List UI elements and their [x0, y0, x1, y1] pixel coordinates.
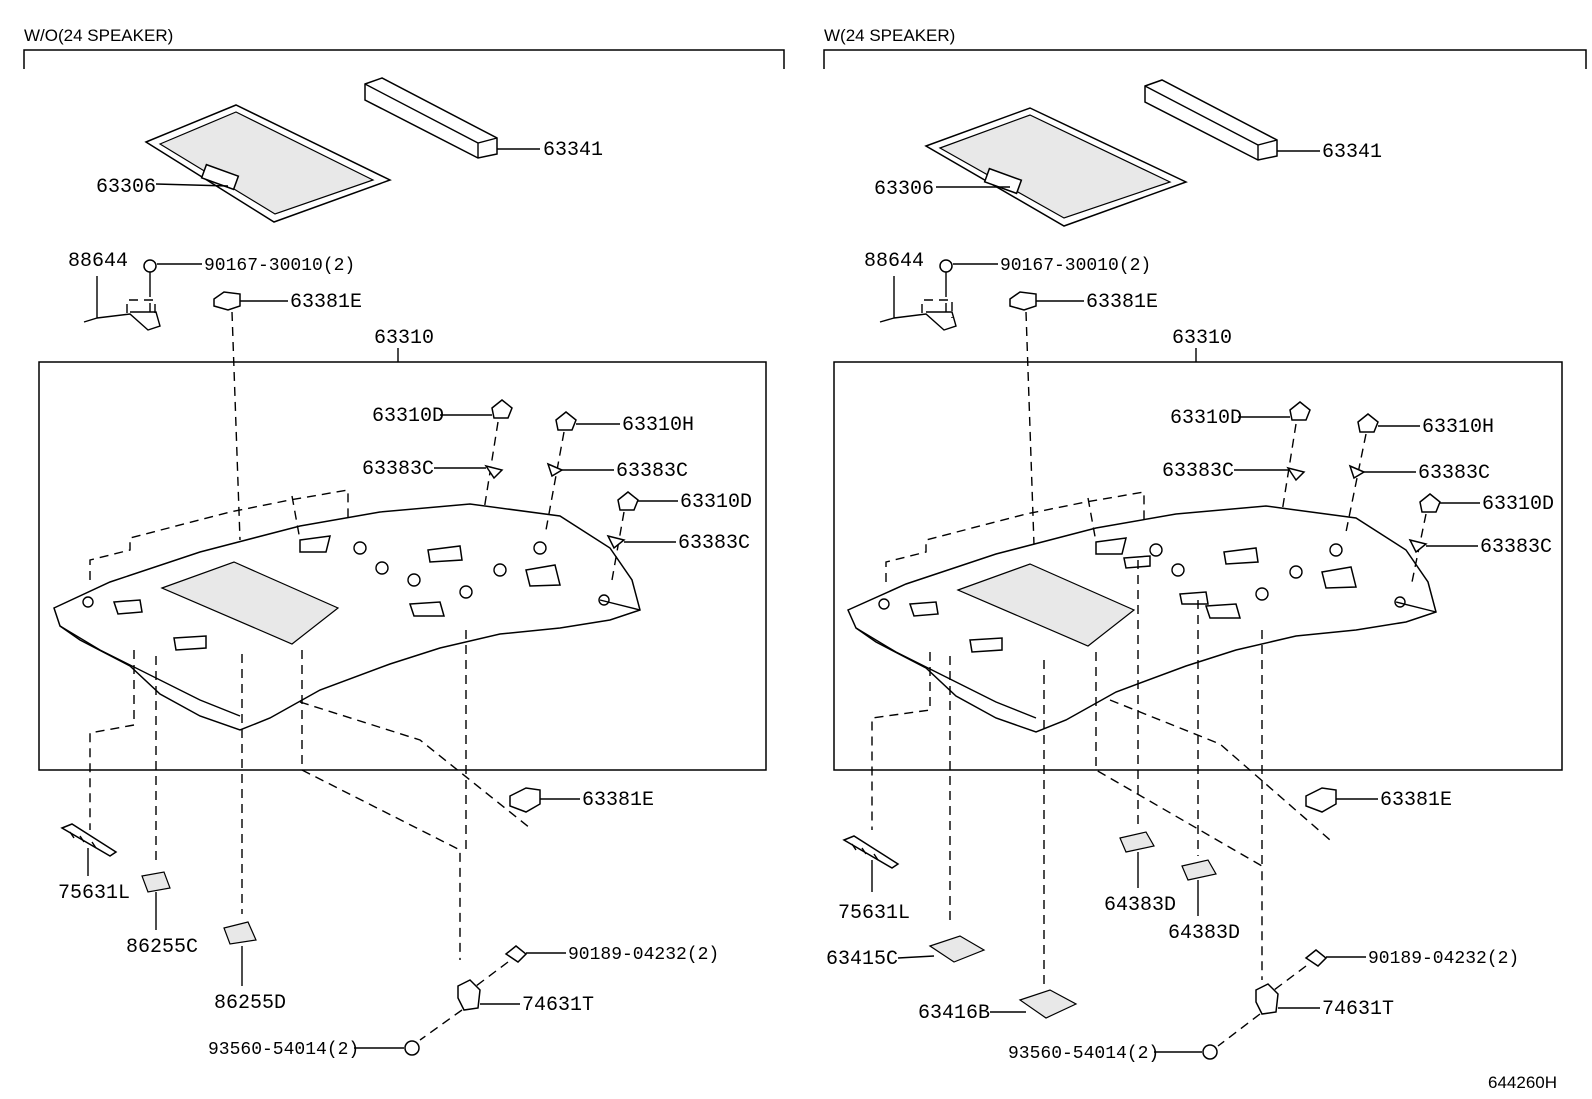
panel-bracket [23, 49, 785, 69]
clip-c1-part [484, 464, 504, 480]
wire-harness-part [879, 276, 957, 331]
label-holder-h: 63310H [622, 414, 694, 437]
label-strip: 75631L [58, 882, 130, 905]
label-clip-c1: 63383C [1162, 460, 1234, 483]
label-screw-top: 90167-30010(2) [1000, 256, 1151, 276]
label-sunshade: 63306 [96, 176, 156, 199]
rail-cover-part [364, 77, 498, 159]
label-speaker-d1: 64383D [1104, 894, 1176, 917]
label-bolt: 93560-54014(2) [1008, 1044, 1159, 1064]
clip-bottom-part [1305, 787, 1337, 813]
label-holder-d2: 63310D [1482, 493, 1554, 516]
sunshade-part [144, 104, 392, 223]
wire-harness-part [83, 276, 161, 331]
lamp-c-part [928, 935, 986, 963]
label-rail-cover: 63341 [543, 139, 603, 162]
holder-d1-part [1289, 401, 1311, 421]
screw-top-part [939, 259, 953, 288]
label-bolt: 93560-54014(2) [208, 1040, 359, 1060]
holder-d1-part [491, 399, 513, 419]
label-screw-top: 90167-30010(2) [204, 256, 355, 276]
headliner-part [53, 503, 641, 731]
clip-c1-part [1286, 466, 1306, 482]
handle-part [457, 979, 481, 1011]
bolt-part [1202, 1044, 1218, 1060]
panel-header: W/O(24 SPEAKER) [24, 26, 173, 45]
mic-d-part [223, 921, 257, 945]
rail-cover-part [1144, 79, 1278, 161]
label-mic-c: 86255C [126, 936, 198, 959]
clip-c2-part [546, 462, 564, 478]
label-headliner: 63310 [374, 327, 434, 350]
label-handle: 74631T [522, 994, 594, 1017]
label-holder-d1: 63310D [372, 405, 444, 428]
holder-h-part [1357, 413, 1379, 433]
holder-d2-part [1419, 493, 1441, 513]
handle-part [1255, 983, 1279, 1015]
label-headliner: 63310 [1172, 327, 1232, 350]
strip-part [60, 823, 118, 857]
clip-bottom-part [509, 787, 541, 813]
label-rail-cover: 63341 [1322, 141, 1382, 164]
label-clip-bottom: 63381E [582, 789, 654, 812]
label-clip-c1: 63383C [362, 458, 434, 481]
speaker-d1-part [1119, 831, 1155, 853]
label-clip-c2: 63383C [616, 460, 688, 483]
label-wire: 88644 [864, 250, 924, 273]
panel-bracket [823, 49, 1587, 69]
label-holder-h: 63310H [1422, 416, 1494, 439]
label-clip-bottom: 63381E [1380, 789, 1452, 812]
clip-c3-part [1408, 538, 1428, 554]
label-clip-c3: 63383C [1480, 536, 1552, 559]
label-nut: 90189-04232(2) [568, 945, 719, 965]
label-speaker-d2: 64383D [1168, 922, 1240, 945]
clip-top-part [1009, 291, 1037, 311]
label-handle: 74631T [1322, 998, 1394, 1021]
mic-c-part [141, 871, 171, 893]
label-holder-d1: 63310D [1170, 407, 1242, 430]
label-clip-top: 63381E [290, 291, 362, 314]
clip-c3-part [606, 534, 626, 550]
strip-part [842, 835, 900, 869]
holder-d2-part [617, 491, 639, 511]
panel-without-24-speaker: W/O(24 SPEAKER) 63306 63341 88644 901 [23, 26, 785, 1060]
label-lamp-b: 63416B [918, 1002, 990, 1025]
sunshade-part [924, 107, 1188, 227]
lamp-b-part [1018, 989, 1078, 1019]
label-strip: 75631L [838, 902, 910, 925]
nut-part [1304, 949, 1328, 967]
speaker-d2-part [1181, 859, 1217, 881]
panel-header: W(24 SPEAKER) [824, 26, 955, 45]
clip-c2-part [1348, 464, 1366, 480]
label-clip-c2: 63383C [1418, 462, 1490, 485]
clip-top-part [213, 291, 241, 311]
holder-h-part [555, 411, 577, 431]
panel-with-24-speaker: W(24 SPEAKER) 63306 63341 88644 90167 [823, 26, 1587, 1064]
label-lamp-c: 63415C [826, 948, 898, 971]
nut-part [504, 945, 528, 963]
label-wire: 88644 [68, 250, 128, 273]
bolt-part [404, 1040, 420, 1056]
label-mic-d: 86255D [214, 992, 286, 1015]
screw-top-part [143, 259, 157, 288]
diagram-code: 644260H [1488, 1073, 1557, 1092]
label-clip-top: 63381E [1086, 291, 1158, 314]
label-clip-c3: 63383C [678, 532, 750, 555]
label-sunshade: 63306 [874, 178, 934, 201]
headliner-box [38, 361, 767, 771]
headliner-part [847, 505, 1437, 733]
label-nut: 90189-04232(2) [1368, 949, 1519, 969]
label-holder-d2: 63310D [680, 491, 752, 514]
